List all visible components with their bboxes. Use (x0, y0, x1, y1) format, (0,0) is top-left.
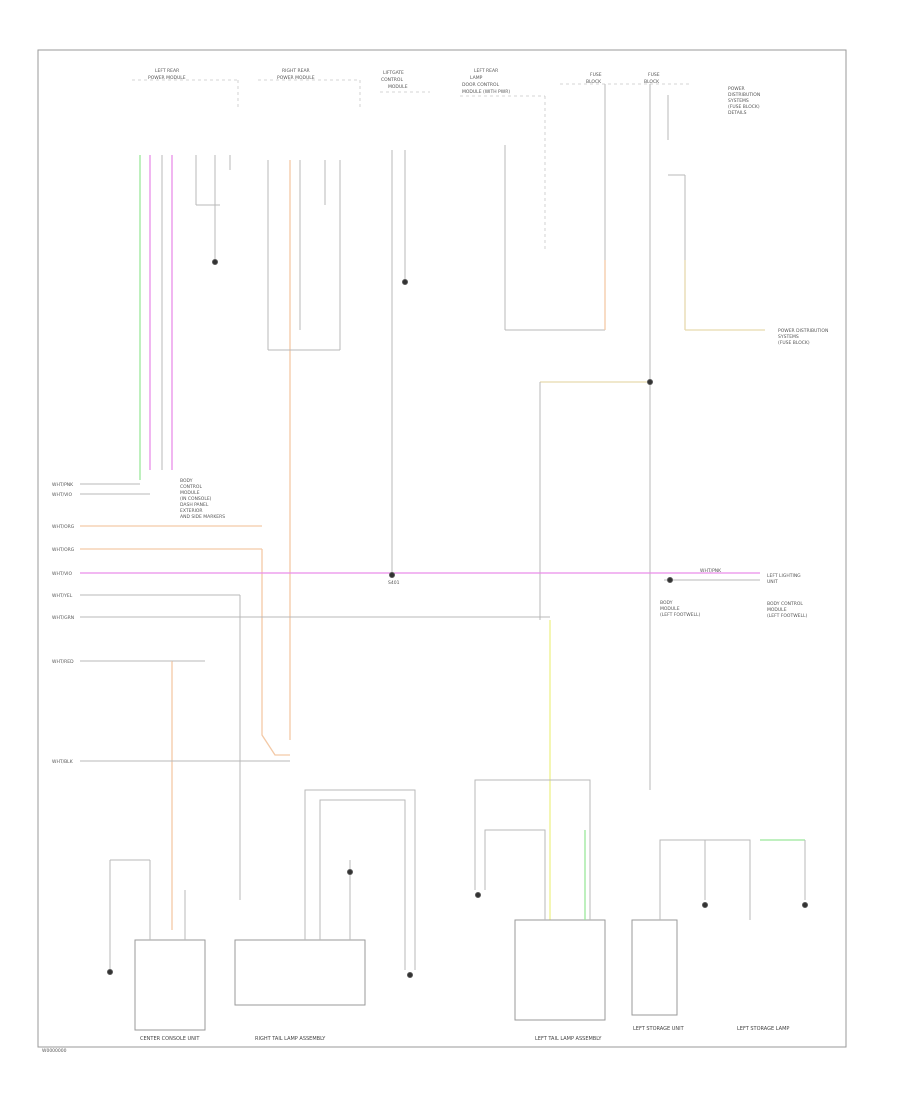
top-connector-group-2: RIGHT REAR POWER MODULE (258, 68, 361, 110)
top-connector-group-4: LEFT REAR LAMP DOOR CONTROL MODULE (WITH… (460, 68, 546, 250)
svg-text:MODULE (WITH PWR): MODULE (WITH PWR) (462, 89, 510, 95)
left-storage-module: LEFT STORAGE UNIT LEFT STORAGE LAMP (631, 839, 808, 1032)
svg-text:LEFT REAR: LEFT REAR (155, 68, 179, 74)
svg-text:BLOCK: BLOCK (644, 79, 660, 85)
svg-text:CONTROL: CONTROL (381, 77, 403, 83)
svg-text:FUSE: FUSE (648, 72, 660, 78)
ground-symbols (212, 259, 673, 583)
svg-text:DOOR CONTROL: DOOR CONTROL (462, 82, 500, 88)
svg-text:(LEFT FOOTWELL): (LEFT FOOTWELL) (767, 613, 808, 619)
svg-text:MODULE: MODULE (660, 606, 680, 612)
center-console-label: CENTER CONSOLE UNIT (140, 1036, 200, 1042)
svg-text:MODULE: MODULE (180, 490, 200, 496)
svg-text:BODY: BODY (660, 600, 673, 606)
svg-text:MODULE: MODULE (388, 84, 408, 90)
top-connector-group-3: LIFTGATE CONTROL MODULE (380, 70, 430, 93)
svg-text:(FUSE BLOCK): (FUSE BLOCK) (778, 340, 810, 346)
bus-label-5: WHT/VIO (52, 571, 73, 577)
bus-label-2: WHT/VIO (52, 492, 73, 498)
svg-text:BLOCK: BLOCK (586, 79, 602, 85)
top-connector-group-1: LEFT REAR POWER MODULE (132, 68, 239, 110)
top-connector-group-5: FUSE BLOCK FUSE BLOCK POWER DISTRIBUTION… (560, 72, 760, 116)
svg-text:SYSTEMS: SYSTEMS (728, 98, 749, 104)
svg-text:RIGHT REAR: RIGHT REAR (282, 68, 310, 74)
svg-text:(FUSE BLOCK): (FUSE BLOCK) (728, 104, 760, 110)
svg-text:FUSE: FUSE (590, 72, 602, 78)
left-tail-lamp-module: LEFT TAIL LAMP ASSEMBLY (474, 779, 606, 1042)
svg-text:(LEFT FOOTWELL): (LEFT FOOTWELL) (660, 612, 701, 618)
svg-text:LAMP: LAMP (470, 75, 483, 81)
bus-label-8: WHT/RED (52, 659, 74, 665)
svg-text:DISTRIBUTION: DISTRIBUTION (728, 92, 760, 98)
svg-text:LEFT LIGHTING: LEFT LIGHTING (767, 573, 801, 579)
center-console-module: CENTER CONSOLE UNIT (107, 859, 206, 1042)
svg-text:POWER MODULE: POWER MODULE (277, 75, 315, 81)
left-storage-label: LEFT STORAGE UNIT (633, 1026, 685, 1032)
svg-text:WHT/PNK: WHT/PNK (700, 568, 722, 574)
bus-lines: BODY CONTROL MODULE (IN CONSOLE) DASH PA… (80, 478, 808, 930)
svg-text:LIFTGATE: LIFTGATE (383, 70, 404, 76)
bus-label-6: WHT/YEL (52, 593, 73, 599)
svg-text:DETAILS: DETAILS (728, 110, 747, 116)
bus-label-4: WHT/ORG (52, 547, 75, 553)
bus-label-1: WHT/PNK (52, 482, 74, 488)
svg-text:MODULE: MODULE (767, 607, 787, 613)
right-tail-lamp-module: RIGHT TAIL LAMP ASSEMBLY (234, 789, 416, 1042)
footer-code: W0000000 (42, 1048, 67, 1054)
svg-text:AND SIDE MARKERS: AND SIDE MARKERS (180, 514, 225, 520)
bus-label-3: WHT/ORG (52, 524, 75, 530)
right-tail-label: RIGHT TAIL LAMP ASSEMBLY (255, 1036, 326, 1042)
svg-text:BODY: BODY (180, 478, 193, 484)
svg-text:UNIT: UNIT (767, 579, 778, 585)
svg-text:POWER MODULE: POWER MODULE (148, 75, 186, 81)
bus-label-9: WHT/BLK (52, 759, 74, 765)
svg-text:BODY CONTROL: BODY CONTROL (767, 601, 803, 607)
left-storage-lamp-label: LEFT STORAGE LAMP (737, 1026, 789, 1032)
left-tail-label: LEFT TAIL LAMP ASSEMBLY (535, 1036, 602, 1042)
svg-text:CONTROL: CONTROL (180, 484, 202, 490)
svg-text:DASH PANEL: DASH PANEL (180, 502, 209, 508)
svg-text:LEFT REAR: LEFT REAR (474, 68, 498, 74)
bus-label-7: WHT/GRN (52, 615, 74, 621)
svg-text:SYSTEMS: SYSTEMS (778, 334, 799, 340)
svg-text:(IN CONSOLE): (IN CONSOLE) (180, 496, 212, 502)
left-bus-labels: WHT/PNK WHT/VIO WHT/ORG WHT/ORG WHT/VIO … (52, 482, 75, 765)
svg-text:POWER DISTRIBUTION: POWER DISTRIBUTION (778, 328, 828, 334)
svg-text:S401: S401 (388, 580, 400, 586)
svg-text:POWER: POWER (728, 86, 745, 92)
wire-trunks: POWER DISTRIBUTION SYSTEMS (FUSE BLOCK) (139, 84, 828, 920)
svg-text:EXTERIOR: EXTERIOR (180, 508, 203, 514)
